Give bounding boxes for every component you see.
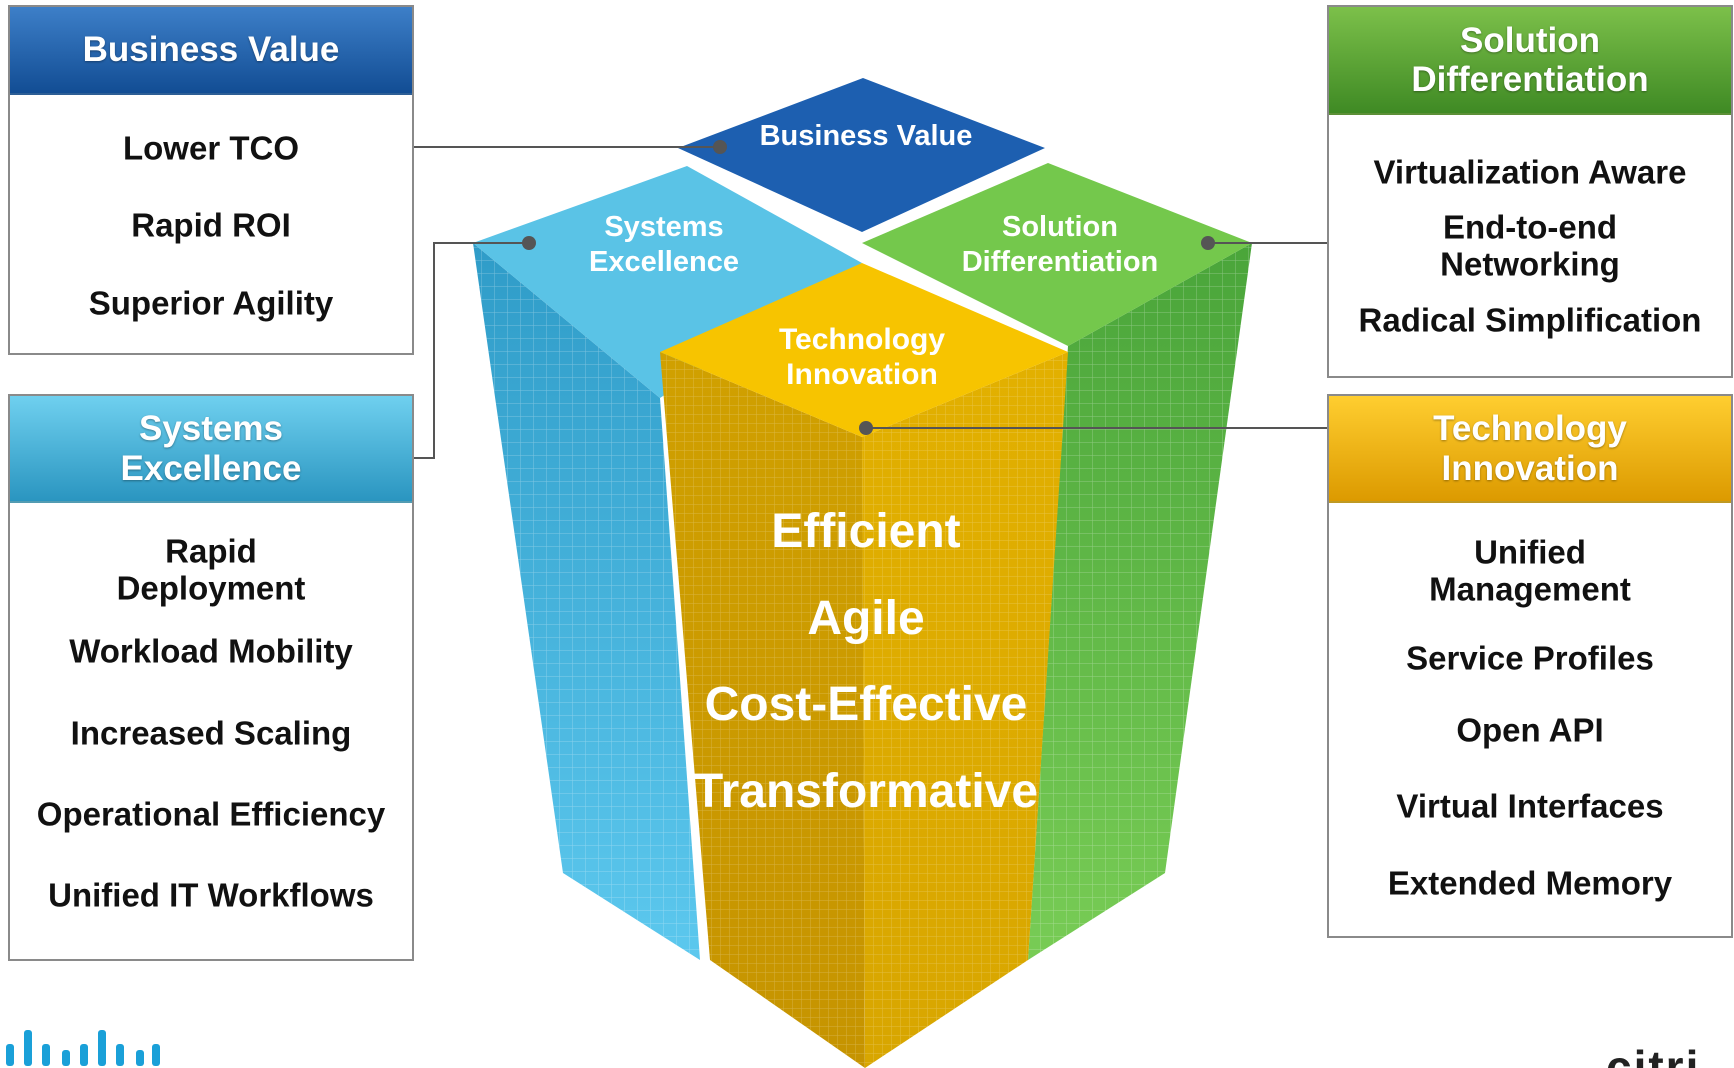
systems-excellence-panel: Systems Excellence Rapid Deployment Work…	[8, 394, 414, 961]
cube-label-tech-line1: Technology	[779, 323, 945, 356]
business-value-header: Business Value	[10, 7, 412, 95]
systems-excellence-pillar	[473, 166, 862, 960]
attribute-agile: Agile	[807, 592, 924, 645]
technology-innovation-item: Service Profiles	[1406, 639, 1654, 677]
solution-differentiation-item: Virtualization Aware	[1373, 153, 1687, 191]
solution-differentiation-item: Networking	[1440, 245, 1620, 283]
technology-innovation-item: Open API	[1456, 711, 1604, 749]
solution-differentiation-pillar	[862, 163, 1252, 960]
systems-excellence-title-line2: Excellence	[120, 448, 302, 488]
business-value-title: Business Value	[82, 30, 340, 70]
systems-excellence-title-line1: Systems	[139, 409, 283, 449]
cube-label-business-value: Business Value	[760, 120, 973, 152]
technology-innovation-header: Technology Innovation	[1329, 396, 1731, 503]
attribute-efficient: Efficient	[771, 505, 960, 558]
technology-innovation-item: Virtual Interfaces	[1396, 787, 1664, 825]
business-value-item: Lower TCO	[122, 129, 299, 167]
connectors	[413, 146, 1328, 459]
attribute-cost-effective: Cost-Effective	[705, 678, 1028, 731]
technology-innovation-pillar	[660, 263, 1068, 1068]
partner-logo: citri	[1600, 1036, 1734, 1068]
business-value-item: Superior Agility	[88, 284, 334, 322]
partner-logo-text: citri	[1606, 1041, 1701, 1068]
cube-label-solution-line2: Differentiation	[962, 246, 1159, 278]
solution-differentiation-panel: Solution Differentiation Virtualization …	[1327, 5, 1733, 378]
business-value-item: Rapid ROI	[131, 206, 291, 244]
connector-dots	[522, 140, 1215, 435]
systems-excellence-item: Deployment	[116, 569, 306, 607]
solution-differentiation-title-line1: Solution	[1460, 20, 1600, 60]
business-value-top	[678, 78, 1045, 232]
cube-label-systems-line2: Excellence	[589, 246, 739, 278]
technology-innovation-title-line1: Technology	[1433, 409, 1627, 449]
cube-label-tech-line2: Innovation	[786, 358, 938, 391]
systems-excellence-item: Workload Mobility	[69, 632, 353, 670]
solution-differentiation-header: Solution Differentiation	[1329, 7, 1731, 115]
technology-innovation-title-line2: Innovation	[1441, 448, 1619, 488]
systems-excellence-header: Systems Excellence	[10, 396, 412, 503]
technology-innovation-item: Management	[1429, 570, 1631, 608]
systems-excellence-item: Unified IT Workflows	[48, 876, 374, 914]
systems-excellence-item: Operational Efficiency	[36, 795, 386, 833]
solution-differentiation-item: End-to-end	[1442, 208, 1618, 246]
cisco-logo-icon	[0, 1020, 170, 1068]
solution-differentiation-title-line2: Differentiation	[1411, 60, 1649, 99]
cube-label-systems-line1: Systems	[604, 211, 723, 243]
technology-innovation-item: Unified	[1474, 533, 1586, 571]
business-value-panel: Business Value Lower TCO Rapid ROI Super…	[8, 5, 414, 355]
technology-innovation-panel: Technology Innovation Unified Management…	[1327, 394, 1733, 938]
cube-label-solution-line1: Solution	[1002, 211, 1118, 243]
systems-excellence-item: Rapid	[165, 532, 257, 570]
systems-excellence-item: Increased Scaling	[70, 714, 352, 752]
technology-innovation-item: Extended Memory	[1387, 864, 1673, 902]
solution-differentiation-item: Radical Simplification	[1358, 301, 1702, 339]
attribute-transformative: Transformative	[694, 765, 1038, 818]
